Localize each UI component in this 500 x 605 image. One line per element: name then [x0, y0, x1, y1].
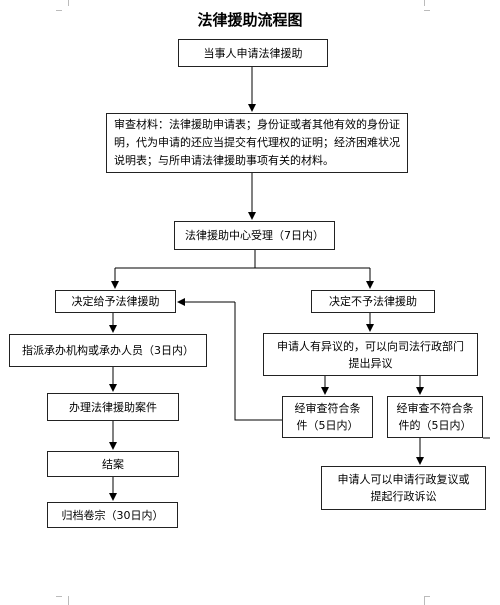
node-review-ok: 经审查符合条件（5日内）	[282, 396, 373, 438]
node-apply-label: 当事人申请法律援助	[203, 46, 303, 60]
node-objection-label: 申请人有异议的，可以向司法行政部门提出异议	[277, 339, 464, 370]
page-corner-mark	[62, 596, 69, 605]
node-accept: 法律援助中心受理（7日内）	[174, 221, 335, 250]
node-review-fail: 经审查不符合条件的（5日内）	[387, 396, 483, 438]
page-corner-mark	[424, 596, 430, 603]
node-grant: 决定给予法律援助	[55, 290, 176, 313]
connector-accept-split	[115, 250, 256, 269]
node-assign-label: 指派承办机构或承办人员（3日内）	[22, 344, 194, 357]
node-archive: 归档卷宗（30日内）	[47, 502, 178, 528]
page-corner-mark	[56, 596, 62, 603]
node-materials: 审查材料：法律援助申请表；身份证或者其他有效的身份证明，代为申请的还应当提交有代…	[106, 113, 408, 173]
page-corner-mark	[424, 0, 431, 6]
node-review-fail-label: 经审查不符合条件的（5日内）	[396, 402, 474, 432]
node-reconsider: 申请人可以申请行政复议或提起行政诉讼	[321, 466, 486, 510]
node-apply: 当事人申请法律援助	[178, 39, 328, 67]
node-close-label: 结案	[102, 457, 124, 471]
node-assign: 指派承办机构或承办人员（3日内）	[9, 334, 207, 367]
node-handle-label: 办理法律援助案件	[69, 400, 157, 414]
node-archive-label: 归档卷宗（30日内）	[61, 508, 164, 522]
node-reconsider-label: 申请人可以申请行政复议或提起行政诉讼	[337, 473, 470, 503]
node-deny: 决定不予法律援助	[311, 290, 435, 313]
page-corner-mark	[424, 596, 431, 605]
node-accept-label: 法律援助中心受理（7日内）	[185, 229, 324, 242]
connector-review-ok-to-grant	[234, 302, 282, 421]
node-handle: 办理法律援助案件	[47, 393, 179, 421]
node-grant-label: 决定给予法律援助	[71, 295, 160, 308]
page-corner-mark	[62, 0, 69, 6]
node-materials-label: 审查材料：法律援助申请表；身份证或者其他有效的身份证明，代为申请的还应当提交有代…	[114, 118, 400, 167]
node-deny-label: 决定不予法律援助	[329, 295, 417, 308]
page-title: 法律援助流程图	[197, 11, 303, 29]
page-corner-mark	[424, 4, 430, 11]
node-objection: 申请人有异议的，可以向司法行政部门提出异议	[263, 333, 478, 376]
node-close: 结案	[47, 451, 179, 477]
node-review-ok-label: 经审查符合条件（5日内）	[294, 402, 361, 432]
page-corner-mark	[56, 4, 62, 11]
